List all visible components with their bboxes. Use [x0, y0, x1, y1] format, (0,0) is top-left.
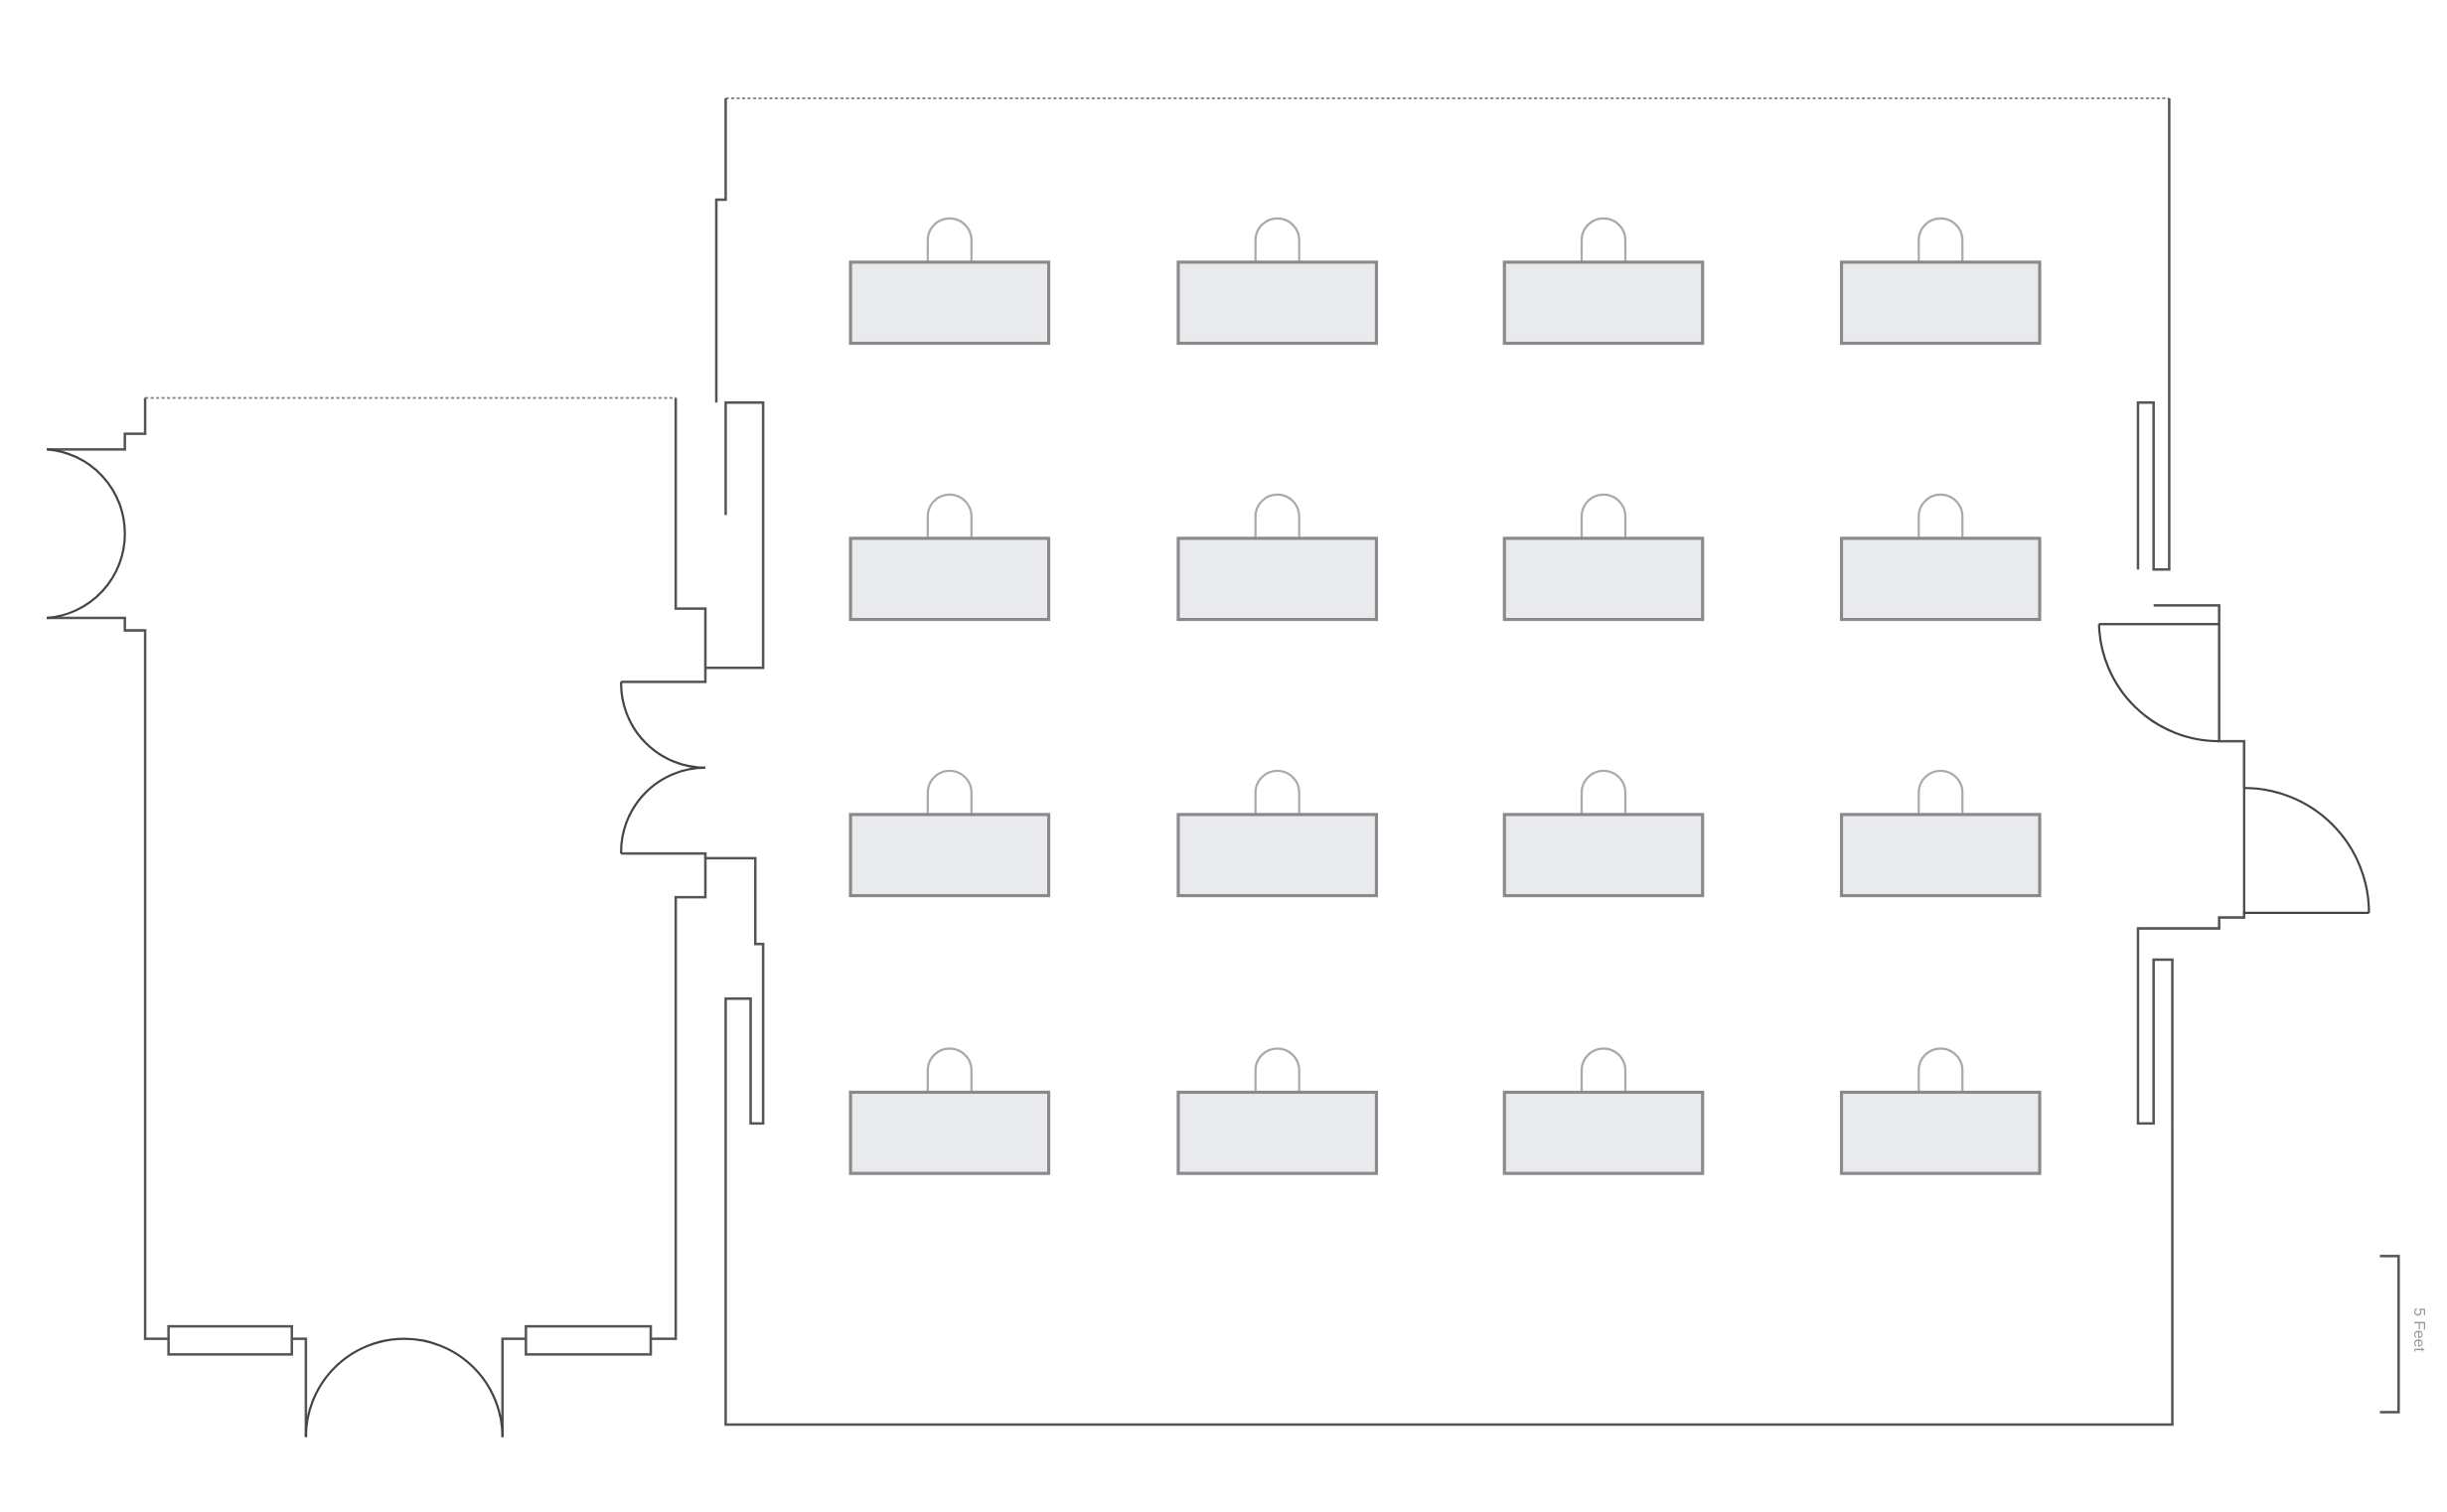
table	[1502, 536, 1705, 622]
door-east-2[interactable]	[2242, 787, 2371, 914]
chair	[926, 493, 973, 538]
chair	[1917, 1047, 1964, 1093]
chair	[926, 769, 973, 815]
double-door-between-rooms[interactable]	[620, 681, 705, 854]
chair	[926, 217, 973, 262]
chair	[1917, 217, 1964, 262]
main-room-left-wall	[621, 97, 765, 858]
table	[848, 813, 1051, 898]
table	[1839, 1090, 2042, 1175]
chair	[1254, 493, 1300, 538]
left-room-walls	[47, 397, 2174, 1437]
table	[1176, 1090, 1379, 1175]
table	[1176, 536, 1379, 622]
double-door-west[interactable]	[47, 448, 126, 620]
scale-bar-line	[2379, 1255, 2400, 1414]
chair	[1580, 1047, 1627, 1093]
table	[1176, 813, 1379, 898]
table	[1839, 260, 2042, 346]
door-east-1[interactable]	[2097, 623, 2219, 743]
table	[1502, 1090, 1705, 1175]
table	[1839, 536, 2042, 622]
main-room	[620, 97, 2371, 1175]
window-right	[525, 1324, 653, 1356]
table	[1502, 813, 1705, 898]
chair	[1254, 1047, 1300, 1093]
scale-bar-label: 5 Feet	[2410, 1307, 2427, 1352]
double-door-south[interactable]	[304, 1337, 504, 1437]
table	[1176, 260, 1379, 346]
scale-bar: 5 Feet	[2379, 1255, 2427, 1414]
chair	[1580, 217, 1627, 262]
chair	[1254, 769, 1300, 815]
table	[848, 536, 1051, 622]
chair	[1917, 769, 1964, 815]
table-grid	[848, 217, 2042, 1175]
chair	[1254, 217, 1300, 262]
table	[1839, 813, 2042, 898]
table	[1502, 260, 1705, 346]
window-left	[167, 1324, 293, 1356]
chair	[926, 1047, 973, 1093]
left-room	[47, 396, 2174, 1437]
table	[848, 260, 1051, 346]
chair	[1580, 493, 1627, 538]
chair	[1917, 493, 1964, 538]
table	[848, 1090, 1051, 1175]
chair	[1580, 769, 1627, 815]
main-room-right-wall	[2136, 97, 2246, 1126]
